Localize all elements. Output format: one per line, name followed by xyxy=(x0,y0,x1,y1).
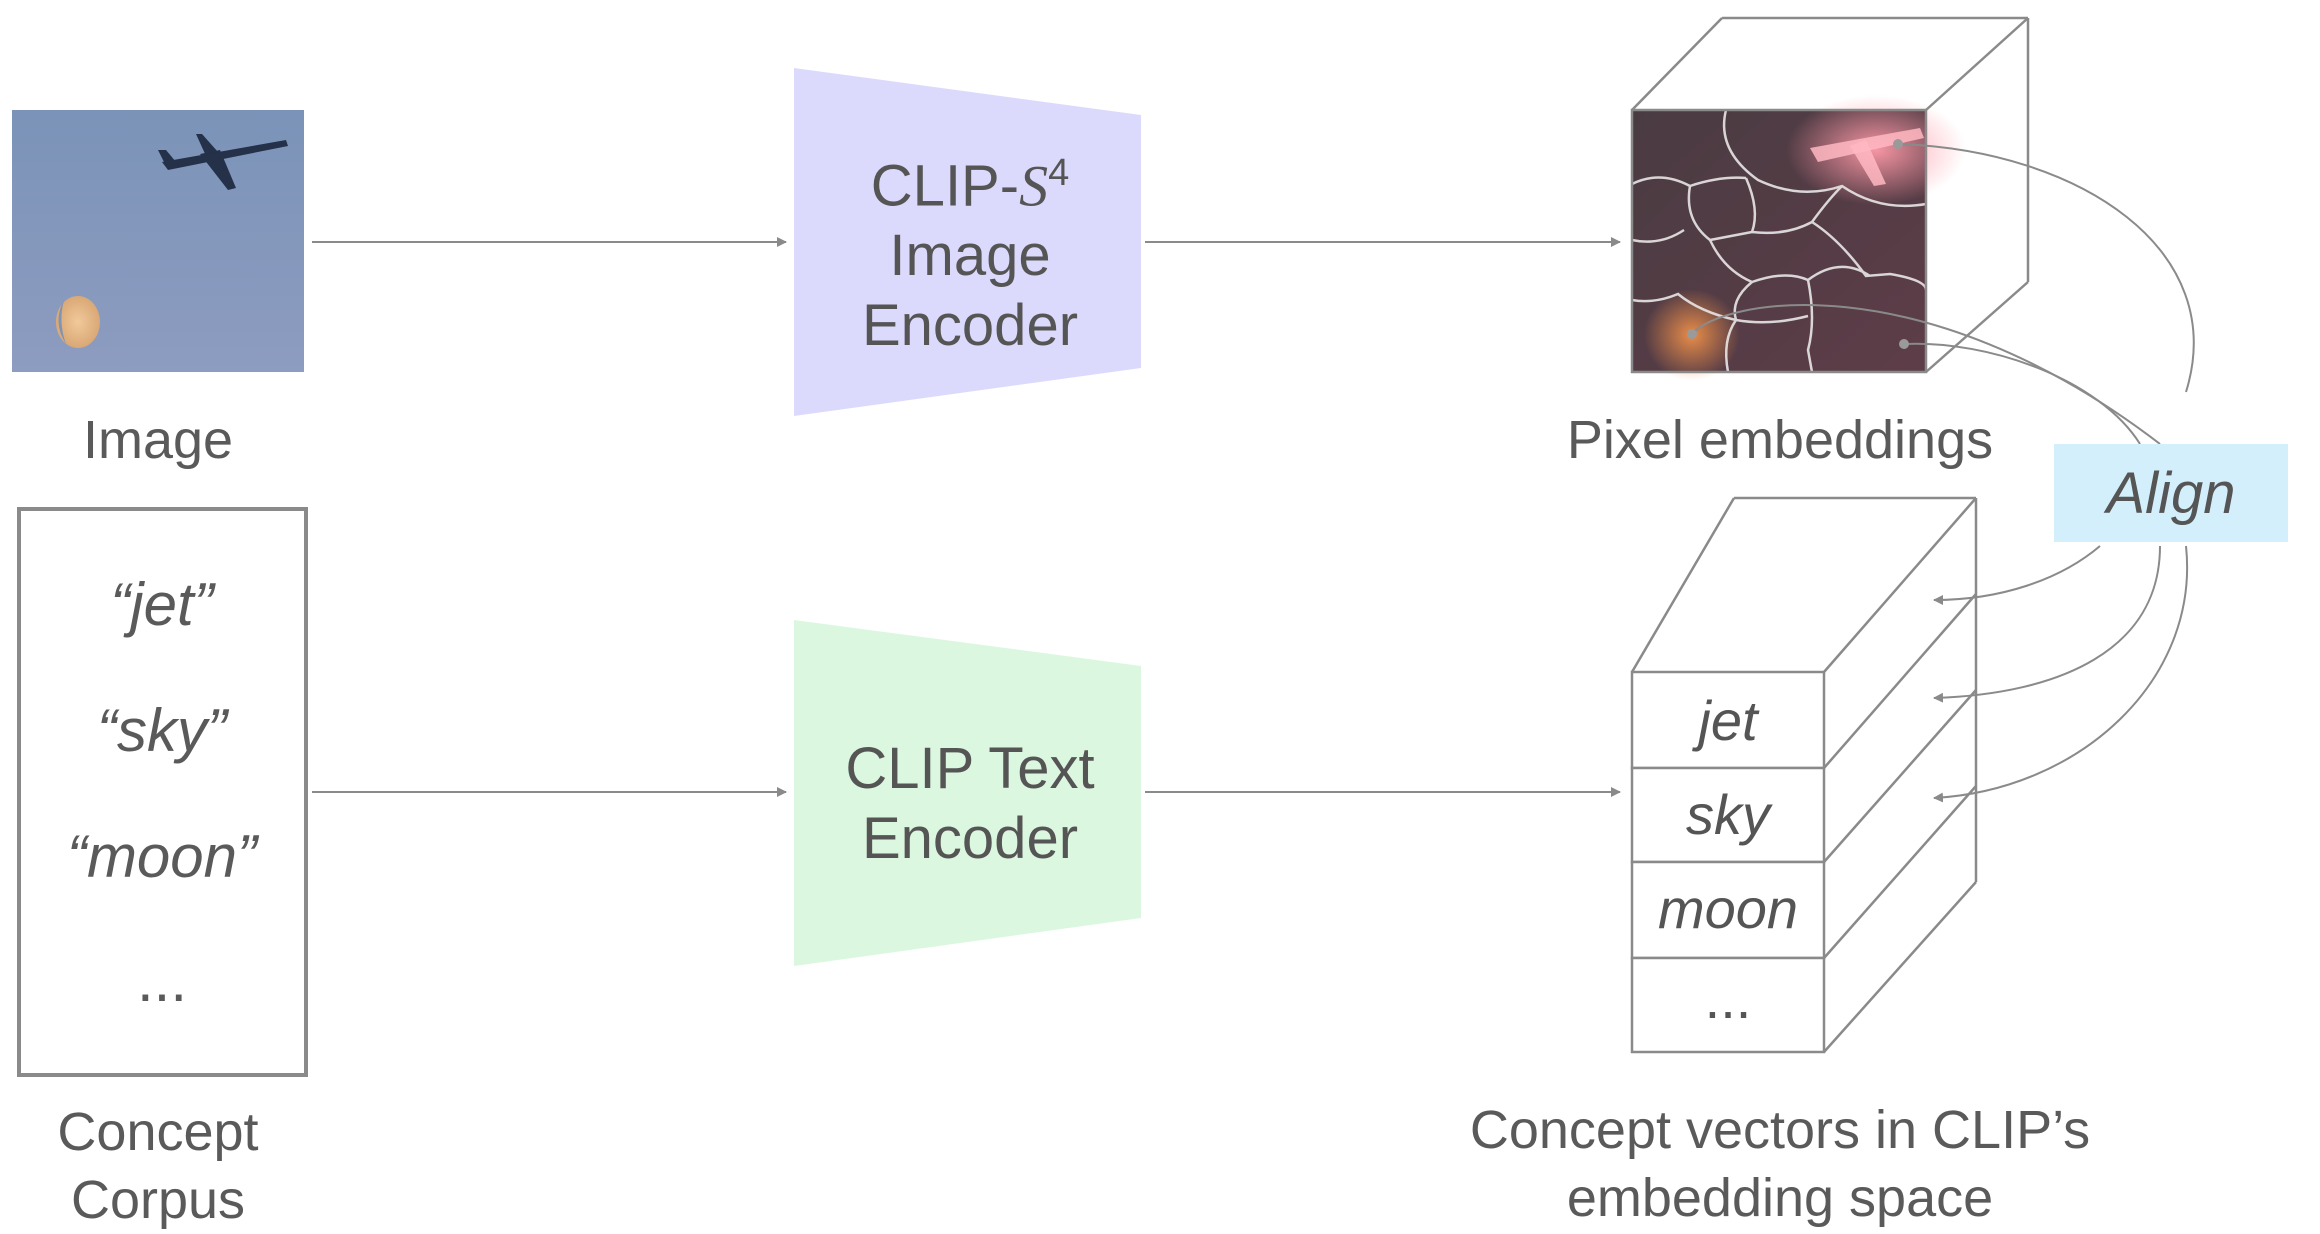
image-encoder-sup: 4 xyxy=(1048,152,1070,194)
text-encoder-label: CLIP Text Encoder xyxy=(800,734,1140,874)
concept-vectors-label-line2: embedding space xyxy=(1566,1168,1994,1228)
concept-vectors-label-line1: Concept vectors in CLIP’s xyxy=(1469,1100,2091,1160)
concept-stack-moon: moon xyxy=(1657,877,1799,940)
pixel-embeddings-cube xyxy=(1631,16,2030,373)
concept-stack-front xyxy=(1630,670,1826,1054)
concept-stack-cube xyxy=(1630,496,1978,1053)
pixel-point-sky xyxy=(1899,339,1909,349)
image-encoder-line1: CLIP-S4 xyxy=(800,138,1140,221)
concept-stack-sky: sky xyxy=(1686,783,1770,846)
corpus-item-sky: “sky” xyxy=(97,697,227,764)
concept-corpus-box xyxy=(17,507,308,1077)
align-label: Align xyxy=(2106,460,2236,526)
image-label: Image xyxy=(82,410,234,470)
text-encoder-line2: Encoder xyxy=(861,806,1079,871)
concept-corpus-label-line1: Concept xyxy=(57,1102,259,1162)
clip-s4-image-encoder xyxy=(794,68,1141,416)
pixel-point-moon xyxy=(1687,329,1697,339)
pixel-point-plane xyxy=(1893,139,1903,149)
align-box: Align xyxy=(2054,444,2288,542)
airplane-icon xyxy=(158,134,288,190)
pixel-embeddings-label: Pixel embeddings xyxy=(1566,410,1994,470)
corpus-item-moon: “moon” xyxy=(66,823,258,890)
concept-corpus-label: Concept Corpus xyxy=(0,1098,316,1234)
corpus-item-jet: “jet” xyxy=(110,571,214,638)
image-encoder-symbol: S xyxy=(1019,153,1049,219)
input-image xyxy=(12,110,304,372)
corpus-item-more: ... xyxy=(136,947,187,1014)
image-encoder-prefix: CLIP- xyxy=(870,153,1020,219)
concept-vectors-label: Concept vectors in CLIP’s embedding spac… xyxy=(1380,1096,2180,1232)
concept-corpus-label-line2: Corpus xyxy=(70,1170,246,1230)
align-connectors xyxy=(1691,143,2195,803)
image-encoder-line3: Encoder xyxy=(861,293,1079,359)
text-encoder-line1: CLIP Text xyxy=(845,736,1095,801)
pixel-embedding-map xyxy=(1630,95,1966,381)
image-encoder-line2: Image xyxy=(889,223,1051,289)
image-encoder-label: CLIP-S4 Image Encoder xyxy=(800,138,1140,361)
clip-text-encoder xyxy=(794,620,1141,966)
concept-stack-jet: jet xyxy=(1698,689,1758,752)
concept-stack-more: ... xyxy=(1704,967,1752,1030)
